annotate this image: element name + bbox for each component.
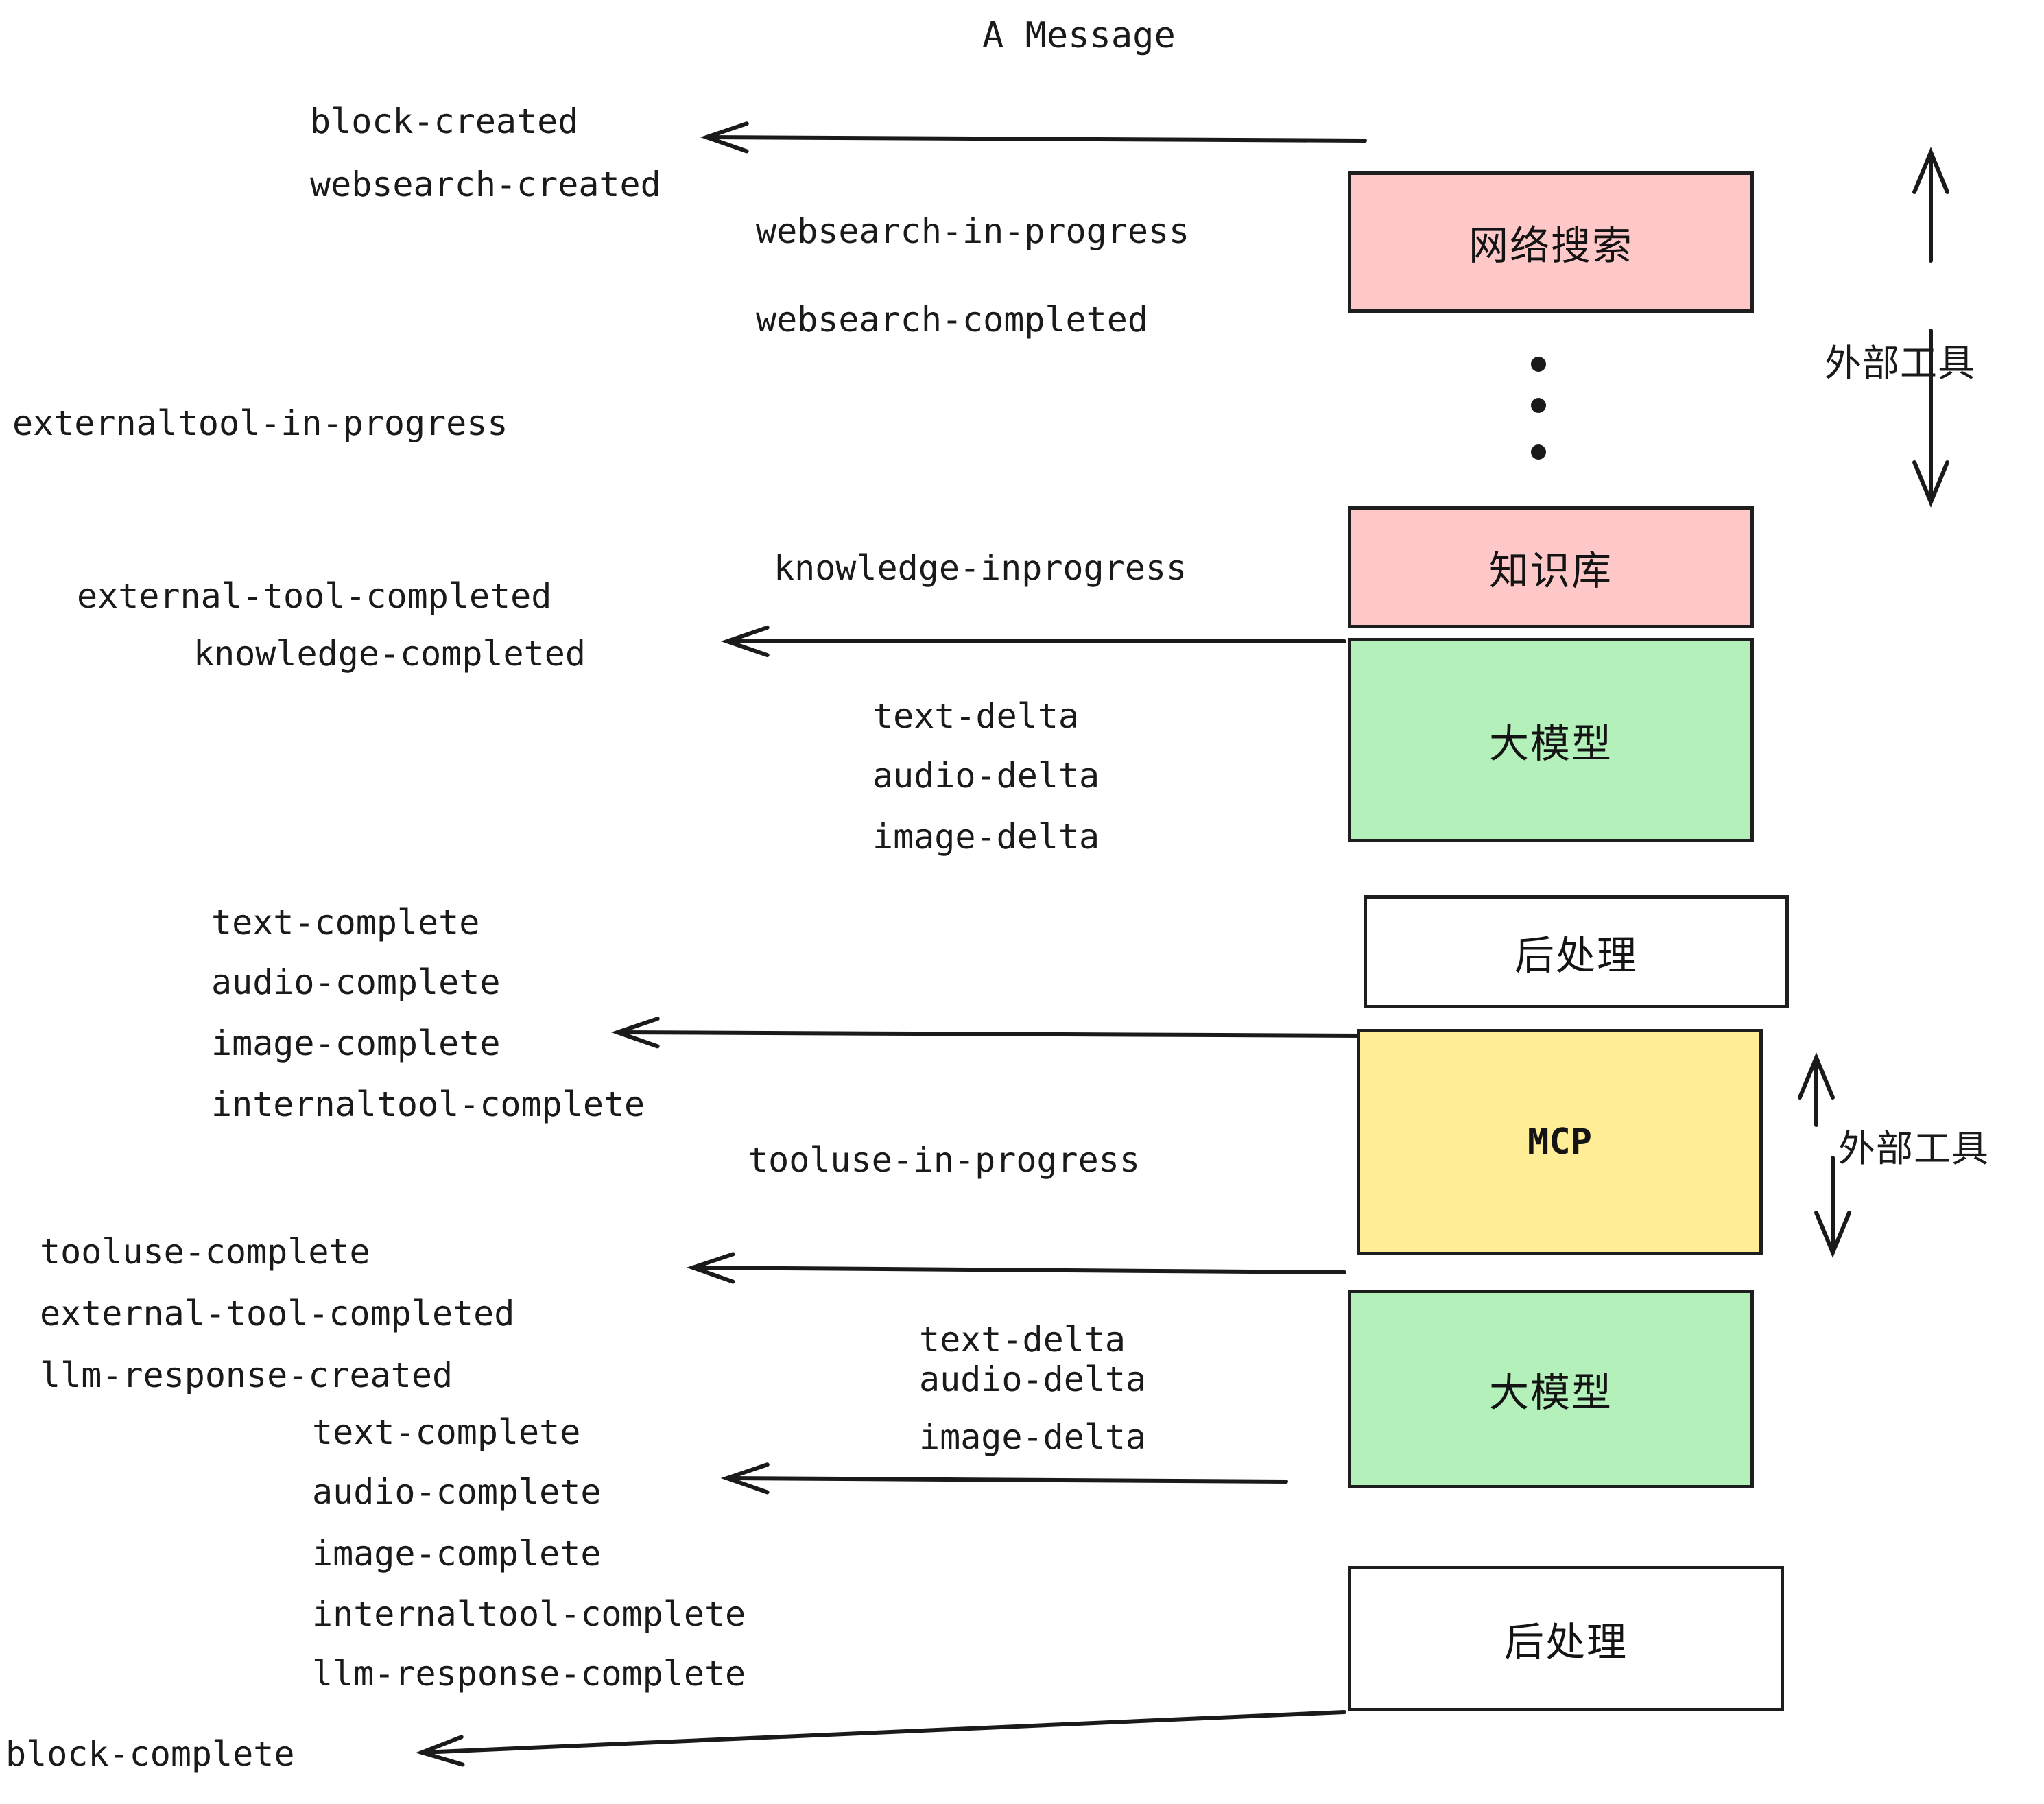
node-knowledge: 知识库 [1348,506,1754,628]
event-label-externaltool-in-progress: externaltool-in-progress [12,403,508,443]
event-label-image-complete-2: image-complete [312,1534,602,1574]
event-label-knowledge-inprogress: knowledge-inprogress [774,548,1187,588]
node-llm-2: 大模型 [1348,1290,1754,1488]
event-label-knowledge-completed: knowledge-completed [193,634,586,674]
event-label-text-delta-2: text-delta [919,1320,1126,1360]
bracket-external-tool-bracket-top-down [1912,329,1949,508]
event-label-external-tool-completed-1: external-tool-completed [77,576,552,616]
arrow-arrow-knowledge-to-left [720,625,1346,658]
event-label-tooluse-complete: tooluse-complete [40,1232,370,1272]
arrow-arrow-postprocess-to-left [610,1017,1364,1049]
event-label-websearch-completed: websearch-completed [756,300,1148,340]
event-label-llm-response-created: llm-response-created [40,1355,453,1395]
arrow-arrow-postprocess2-to-left [415,1710,1346,1767]
event-label-websearch-in-progress: websearch-in-progress [756,211,1190,251]
side-label-external-tool-bottom: 外部工具 [1838,1127,1989,1170]
node-postprocess-2: 后处理 [1348,1566,1784,1711]
side-label-external-tool-top: 外部工具 [1825,342,1975,385]
bracket-external-tool-bracket-bot-down [1814,1156,1851,1258]
event-label-audio-complete-2: audio-complete [312,1472,602,1512]
arrow-arrow-mcp-to-left [686,1252,1346,1284]
event-label-internaltool-complete-2: internaltool-complete [312,1594,746,1634]
event-label-external-tool-completed-2: external-tool-completed [40,1294,515,1333]
event-label-text-complete-2: text-complete [312,1412,581,1452]
event-label-text-delta-1: text-delta [872,696,1080,736]
event-label-llm-response-complete: llm-response-complete [312,1654,746,1694]
arrow-arrow-llm2-to-left [720,1462,1288,1495]
event-label-image-delta-1: image-delta [872,817,1100,857]
node-mcp: MCP [1357,1029,1763,1255]
ellipsis-dot [1531,444,1546,460]
bracket-external-tool-bracket-top-up [1912,147,1949,263]
event-label-internaltool-complete-1: internaltool-complete [211,1084,645,1124]
bracket-external-tool-bracket-bot-up [1798,1052,1835,1127]
event-label-image-delta-2: image-delta [919,1417,1147,1457]
event-label-audio-delta-1: audio-delta [872,756,1100,796]
event-label-image-complete-1: image-complete [211,1023,501,1063]
node-postprocess-1: 后处理 [1364,895,1789,1008]
page-title: A Message [982,15,1176,56]
event-label-websearch-created: websearch-created [310,165,661,204]
event-label-text-complete-1: text-complete [211,903,480,942]
event-label-block-complete: block-complete [5,1734,295,1774]
event-label-audio-complete-1: audio-complete [211,962,501,1002]
event-label-block-created: block-created [310,102,579,141]
node-llm-1: 大模型 [1348,638,1754,842]
node-websearch: 网络搜索 [1348,171,1754,313]
arrow-arrow-websearch-to-left [700,121,1367,154]
ellipsis-dot [1531,398,1546,413]
event-label-tooluse-in-progress: tooluse-in-progress [748,1140,1140,1180]
event-label-audio-delta-2: audio-delta [919,1360,1147,1399]
ellipsis-dot [1531,357,1546,372]
